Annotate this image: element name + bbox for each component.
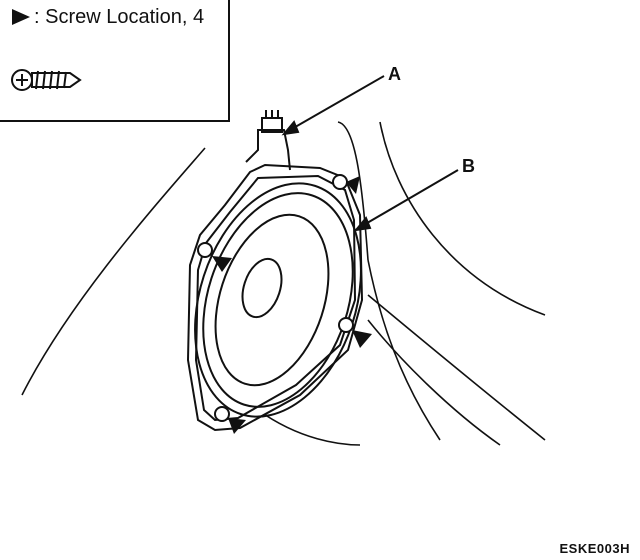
screw-hole-left bbox=[197, 242, 213, 258]
screw-hole-right bbox=[338, 317, 354, 333]
legend-label: : Screw Location, 4 bbox=[34, 6, 205, 28]
callout-b-speaker: B bbox=[462, 156, 475, 176]
screw-hole-bottom bbox=[214, 406, 230, 422]
leader-lines bbox=[281, 75, 459, 232]
screw-hole-top bbox=[332, 174, 348, 190]
screw-marker-right bbox=[352, 330, 372, 348]
door-panel-outline bbox=[21, 121, 546, 446]
screw-marker-bottom bbox=[228, 418, 246, 434]
tapping-screw-icon bbox=[11, 69, 82, 91]
screw-holes bbox=[197, 174, 354, 422]
screw-marker-icon bbox=[12, 9, 30, 25]
screw-marker-top bbox=[346, 176, 360, 194]
figure-code: ESKE003H bbox=[559, 541, 630, 556]
screw-location-markers bbox=[212, 176, 372, 434]
legend-screw-location: : Screw Location, 4 bbox=[12, 6, 204, 29]
callout-a-connector: A bbox=[388, 64, 401, 84]
legend-box: : Screw Location, 4 bbox=[0, 0, 230, 122]
screw-marker-left bbox=[212, 256, 232, 272]
